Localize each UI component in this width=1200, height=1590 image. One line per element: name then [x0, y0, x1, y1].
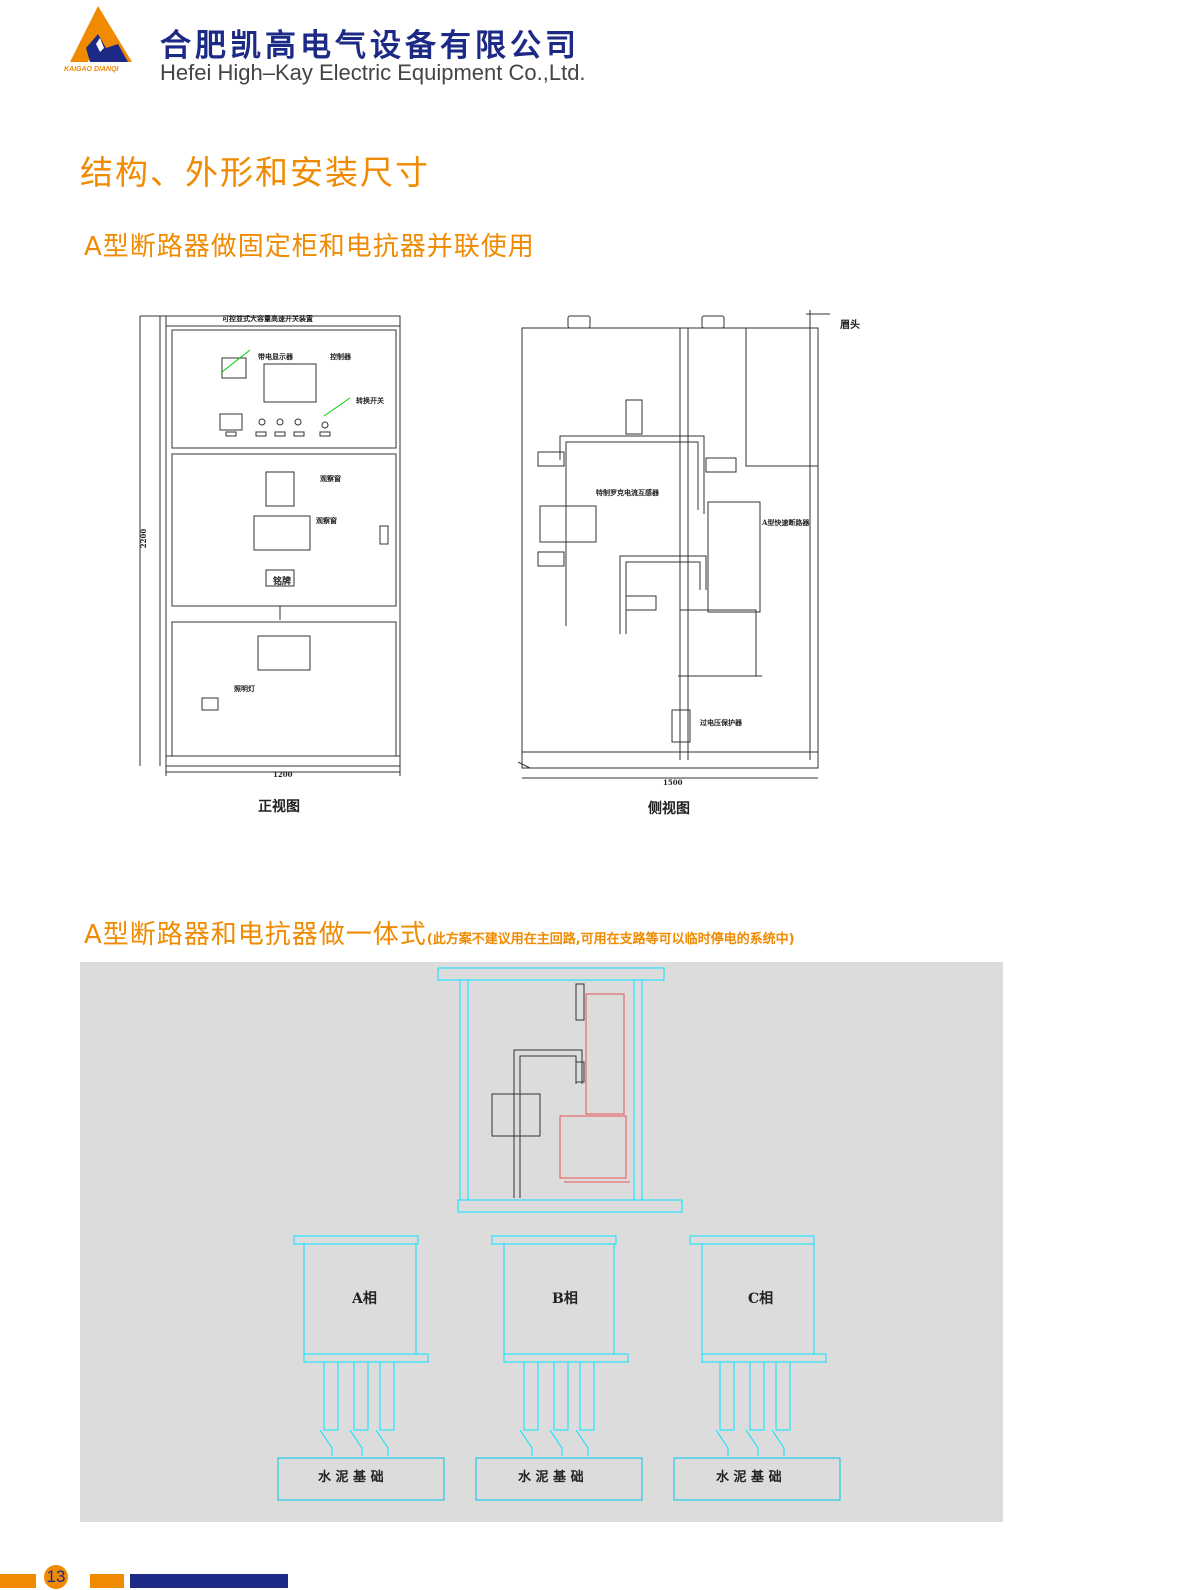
base-label-a: 水 泥 基 础 [318, 1470, 384, 1485]
label-breaker: A型快速断路器 [762, 518, 810, 527]
base-label-c: 水 泥 基 础 [716, 1470, 782, 1485]
label-window: 观察窗 [320, 474, 341, 483]
reactor-phase-b-drawing [475, 1235, 643, 1501]
phase-c-label: C相 [748, 1291, 774, 1307]
label-switch: 转换开关 [356, 396, 384, 405]
label-viewwin: 观察窗 [316, 516, 337, 525]
reactor-phase-c-drawing [673, 1235, 841, 1501]
integrated-drawing-panel [80, 962, 1003, 1522]
footer-bar-right [130, 1574, 288, 1588]
label-controller: 控制器 [330, 352, 351, 361]
reactor-phase-a-drawing [277, 1235, 445, 1501]
front-top-label: 可控並式大容量高速开关装置 [222, 314, 313, 323]
logo-wordmark: KAIGAO DIANQI [64, 66, 119, 73]
section1-heading: A型断路器做固定柜和电抗器并联使用 [84, 232, 535, 262]
phase-a-label: A相 [352, 1291, 377, 1307]
label-lintel: 眉头 [840, 320, 860, 331]
label-ct: 特制罗克电流互感器 [596, 488, 659, 497]
front-view-caption: 正视图 [258, 799, 300, 815]
company-name-cn: 合肥凯高电气设备有限公司 [160, 28, 580, 64]
side-view-caption: 侧视图 [648, 801, 690, 817]
dim-depth: 1500 [663, 778, 683, 787]
phase-b-label: B相 [552, 1291, 578, 1307]
front-view-drawing [139, 315, 401, 776]
integrated-cabinet-drawing [437, 967, 683, 1213]
label-lamp: 照明灯 [234, 684, 255, 693]
dim-height: 2200 [139, 528, 149, 549]
page-number: 13 [44, 1565, 68, 1589]
section2-heading: A型断路器和电抗器做一体式(此方案不建议用在主回路,可用在支路等可以临时停电的系… [84, 920, 795, 950]
label-live-display: 带电显示器 [258, 352, 293, 361]
base-label-b: 水 泥 基 础 [518, 1470, 584, 1485]
section2-note: (此方案不建议用在主回路,可用在支路等可以临时停电的系统中) [426, 932, 795, 947]
footer-bar-left [0, 1574, 36, 1588]
dim-width: 1200 [273, 770, 293, 779]
side-view-drawing [517, 310, 830, 779]
label-nameplate: 铭牌 [273, 577, 292, 587]
footer-bar-mid [90, 1574, 124, 1588]
company-logo [70, 6, 132, 62]
company-name-en: Hefei High–Kay Electric Equipment Co.,Lt… [160, 60, 586, 85]
label-arrester: 过电压保护器 [700, 718, 742, 727]
page-title: 结构、外形和安装尺寸 [80, 153, 430, 192]
